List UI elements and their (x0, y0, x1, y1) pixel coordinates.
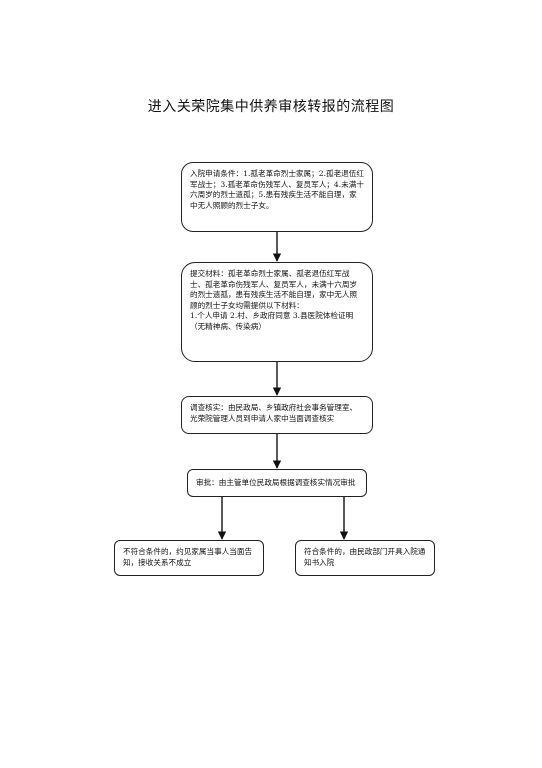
step-approval: 审批：由主管单位民政局根据调查核实情况审批 (187, 469, 367, 497)
outcome-reject: 不符合条件的，约见家属当事人当面告知，接收关系不成立 (114, 540, 264, 576)
step-application-conditions: 入院申请条件：1.孤老革命烈士家属；2.孤老退伍红军战士；3.孤老革命伤残军人、… (181, 162, 373, 232)
step-submit-materials: 提交材料：孤老革命烈士家属、孤老退伍红军战士、孤老革命伤残军人、复员军人，未满十… (181, 262, 373, 362)
outcome-accept: 符合条件的，由民政部门开具入院通知书入院 (295, 540, 435, 576)
page-title: 进入关荣院集中供养审核转报的流程图 (147, 99, 395, 115)
step-investigation: 调查核实：由民政局、乡镇政府社会事务管理室、光荣院管理人员到申请人家中当面调查核… (181, 396, 373, 434)
